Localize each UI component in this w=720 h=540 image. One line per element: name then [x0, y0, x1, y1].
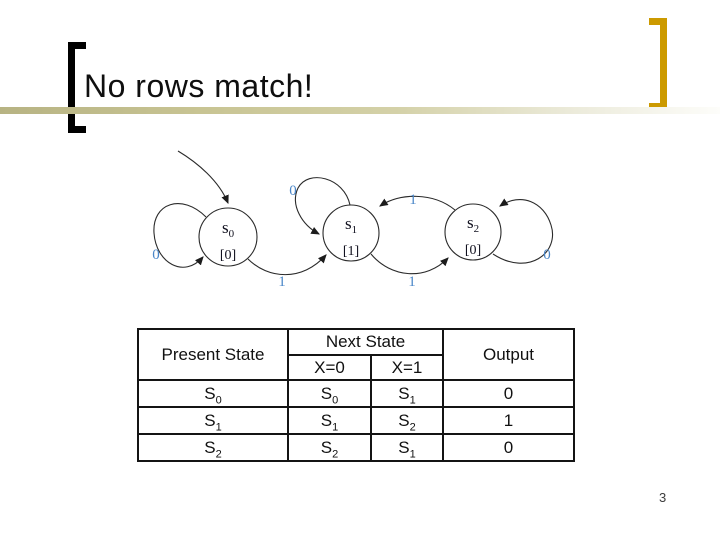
table-row: S2 S2 S1 0 — [137, 433, 575, 462]
state-subscript: 1 — [332, 420, 339, 433]
state-s0-label: s0 — [222, 218, 235, 240]
transition-s2-to-s1-label: 1 — [409, 192, 417, 208]
state-subscript: 2 — [332, 447, 339, 460]
transition-s2-to-s1-arc — [379, 195, 456, 211]
header-x0: X=0 — [287, 354, 372, 381]
state-s0-output: [0] — [220, 248, 236, 263]
transition-s1-to-s2-label: 1 — [408, 274, 416, 290]
cell-next-x0: S0 — [287, 379, 372, 408]
state-s1-label: s1 — [345, 214, 357, 236]
table-row: S0 S0 S1 0 — [137, 379, 575, 408]
state-subscript: 1 — [409, 393, 416, 406]
table-header-row-1: Present State Next State Output — [137, 328, 575, 381]
state-subscript: 0 — [332, 393, 339, 406]
cell-next-x0: S2 — [287, 433, 372, 462]
header-next-state: Next State — [287, 328, 444, 356]
header-present-state: Present State — [137, 328, 289, 381]
title-underline-band — [0, 107, 720, 114]
table-row: S1 S1 S2 1 — [137, 406, 575, 435]
title-left-bracket-decoration — [68, 42, 86, 133]
state-text: S — [204, 437, 216, 457]
page-number: 3 — [659, 490, 667, 505]
state-text: S — [398, 437, 410, 457]
state-text: S — [398, 410, 410, 430]
state-s2-circle — [444, 203, 502, 261]
transition-s0-to-s1-label: 1 — [278, 274, 286, 290]
header-x1: X=1 — [370, 354, 444, 381]
initial-state-arrow — [177, 150, 229, 205]
state-text: S — [204, 383, 216, 403]
state-s2-output: [0] — [465, 243, 481, 258]
state-text: S — [320, 410, 333, 430]
table-header-row-2: X=0 X=1 — [138, 354, 574, 381]
cell-next-x1: S2 — [370, 406, 444, 435]
cell-output: 0 — [442, 433, 575, 462]
cell-next-x0: S1 — [287, 406, 372, 435]
state-subscript: 2 — [409, 420, 416, 433]
state-s0-circle — [198, 207, 258, 267]
slide-title: No rows match! — [84, 68, 314, 104]
state-text: S — [398, 383, 410, 403]
cell-output: 0 — [442, 379, 575, 408]
state-subscript: 1 — [409, 447, 416, 460]
header-output: Output — [442, 328, 575, 381]
state-subscript: 0 — [215, 393, 222, 406]
state-text: S — [204, 410, 216, 430]
cell-present: S0 — [137, 379, 289, 408]
state-transition-table: Present State Next State Output X=0 X=1 … — [137, 328, 575, 462]
cell-next-x1: S1 — [370, 379, 444, 408]
state-diagram: s0 [0] s1 [1] s2 [0] 0 1 0 1 1 0 — [152, 150, 554, 290]
transition-s1-self-label: 0 — [289, 183, 297, 199]
state-s1-output: [1] — [343, 244, 359, 259]
title-right-bracket-decoration — [649, 18, 667, 110]
transition-s1-to-s2-arc — [370, 253, 449, 275]
transition-s2-self-arc — [492, 198, 554, 264]
transition-s0-self-arc — [153, 203, 207, 268]
transition-s0-self-label: 0 — [152, 247, 160, 263]
cell-present: S2 — [137, 433, 289, 462]
cell-next-x1: S1 — [370, 433, 444, 462]
state-text: S — [320, 437, 333, 457]
cell-present: S1 — [137, 406, 289, 435]
transition-s1-self-arc — [294, 177, 351, 235]
transition-s0-to-s1-arc — [247, 254, 327, 276]
state-s1-circle — [322, 204, 380, 262]
state-subscript: 1 — [215, 420, 222, 433]
state-s2-label: s2 — [467, 213, 479, 235]
transition-s2-self-label: 0 — [543, 247, 551, 263]
state-subscript: 2 — [215, 447, 222, 460]
cell-output: 1 — [442, 406, 575, 435]
state-text: S — [320, 383, 333, 403]
